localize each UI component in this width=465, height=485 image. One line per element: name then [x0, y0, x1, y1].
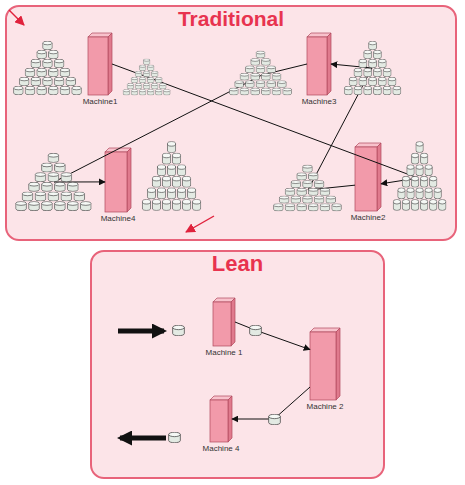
machine-side [377, 143, 381, 211]
machine-side [336, 328, 340, 400]
machine-front [213, 302, 231, 346]
machine-side [108, 33, 112, 95]
machine-shape [105, 148, 131, 212]
machine-box: Machine1 [88, 33, 112, 95]
machine-top [105, 148, 131, 152]
machine-shape [355, 143, 381, 211]
machine-front [307, 37, 327, 95]
machine-front [355, 147, 377, 211]
machine-box: Machine4 [105, 148, 131, 212]
machine-side [327, 33, 331, 95]
machine-shape [310, 328, 340, 400]
machine-shape [213, 298, 235, 346]
machine-top [310, 328, 340, 332]
panel-title: Traditional [7, 7, 455, 30]
machine-side [228, 396, 232, 442]
panel-title: Lean [92, 252, 383, 276]
machine-label: Machine3 [302, 97, 337, 106]
machine-front [88, 37, 108, 95]
machine-label: Machine 4 [203, 444, 240, 453]
machine-side [231, 298, 235, 346]
machine-label: Machine 2 [307, 402, 344, 411]
machine-front [210, 400, 228, 442]
machine-box: Machine3 [307, 33, 331, 95]
machine-box: Machine 2 [310, 328, 340, 400]
machine-label: Machine4 [101, 214, 136, 223]
flow-panel: Machine 1 Machine 2 Machine 4 Lean [90, 250, 385, 479]
machine-shape [210, 396, 232, 442]
machine-side [127, 148, 131, 212]
machine-shape [88, 33, 112, 95]
machine-label: Machine1 [83, 97, 118, 106]
machine-front [105, 152, 127, 212]
flow-panel: Machine1Machine3Machine4Machine2Traditio… [5, 5, 457, 241]
machine-label: Machine2 [351, 213, 386, 222]
machine-front [310, 332, 336, 400]
machine-box: Machine 4 [210, 396, 232, 442]
machine-shape [307, 33, 331, 95]
machine-label: Machine 1 [206, 348, 243, 357]
machine-box: Machine2 [355, 143, 381, 211]
machine-box: Machine 1 [213, 298, 235, 346]
machine-top [355, 143, 381, 147]
